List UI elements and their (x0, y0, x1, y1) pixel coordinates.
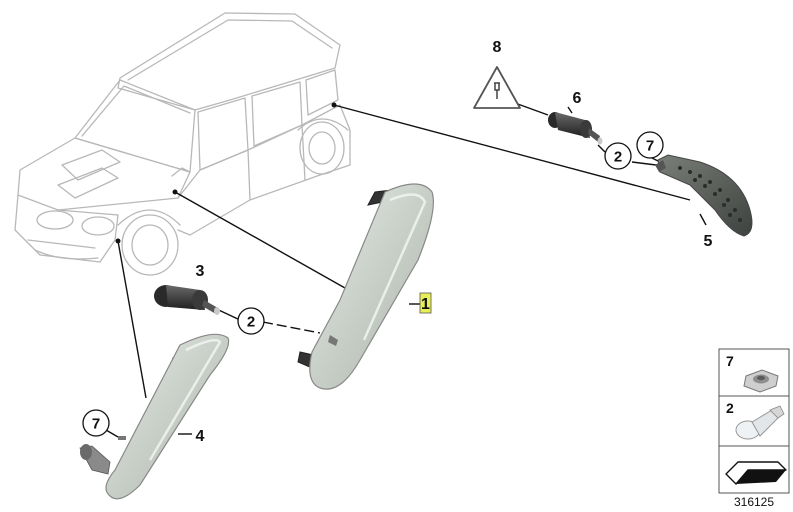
callout-7-circle-upper (636, 131, 664, 159)
callout-7-upper: 7 (646, 138, 654, 155)
callout-5: 5 (704, 233, 713, 250)
callout-7-circle (82, 409, 110, 437)
callout-3: 3 (196, 263, 205, 280)
legend-item-2-label: 2 (726, 400, 734, 416)
part-1-side-indicator-lens (297, 183, 434, 390)
leader-dot (172, 189, 178, 195)
part-3-bulb-socket (154, 285, 220, 315)
part-8-warning-triangle-icon (473, 66, 521, 109)
callout-4: 4 (196, 428, 205, 445)
callout-2-circle-upper (604, 142, 632, 170)
callout-6: 6 (573, 90, 582, 107)
part-6-bulb-socket (548, 112, 603, 145)
legend-item-7-label: 7 (726, 353, 734, 369)
parts-legend: 7 2 (718, 348, 790, 494)
callout-1-highlight (419, 292, 432, 314)
diagram-id: 316125 (734, 495, 774, 509)
callout-8: 8 (493, 39, 502, 56)
part-4-front-indicator-lens (79, 333, 230, 500)
car-illustration (14, 12, 351, 276)
leader-dot (115, 238, 121, 244)
callout-2-upper: 2 (614, 149, 622, 166)
callout-7: 7 (92, 416, 100, 433)
nut-icon (743, 369, 779, 393)
callout-2: 2 (247, 314, 255, 331)
callout-2-circle (237, 307, 265, 335)
bulb-icon (735, 405, 785, 440)
callout-1: 1 (421, 296, 430, 313)
navigation-arrow-icon[interactable] (725, 461, 787, 485)
leader-dot (331, 102, 337, 108)
part-5-side-repeater (655, 154, 753, 237)
